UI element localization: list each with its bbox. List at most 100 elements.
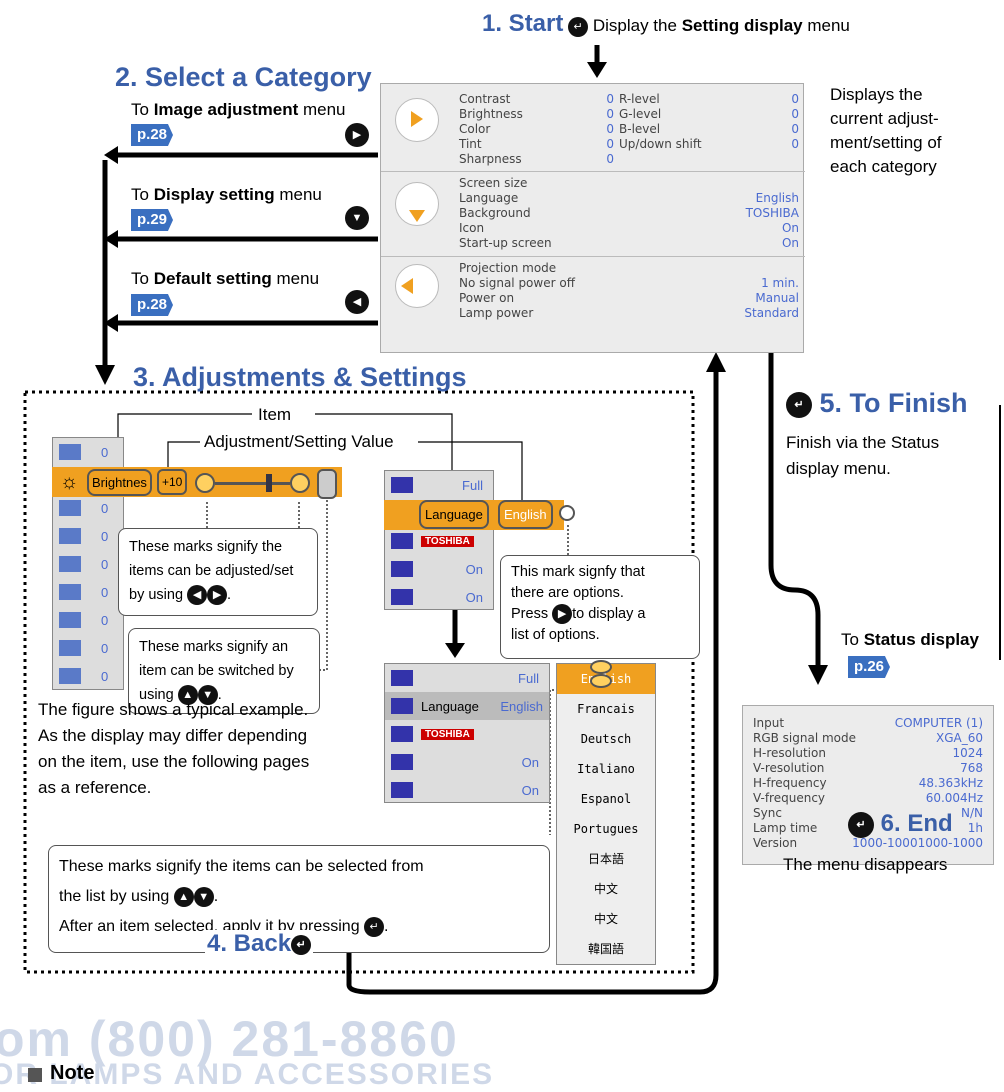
updown-toggle-icon[interactable] bbox=[317, 469, 337, 499]
callout-line: the list by using bbox=[59, 888, 170, 905]
menu-item-value: 0 bbox=[101, 584, 109, 600]
adjust-menu-row[interactable]: 0 bbox=[53, 606, 123, 634]
language-option[interactable]: Italiano bbox=[577, 762, 635, 776]
left-arrow-icon: ◀ bbox=[345, 290, 369, 314]
panel-row-label: Screen size bbox=[459, 176, 528, 190]
step5-desc-line: Finish via the Status bbox=[786, 433, 940, 452]
watermark-text: OR LAMPS AND ACCESSORIES bbox=[0, 1058, 495, 1091]
language-option[interactable]: 韓国語 bbox=[587, 942, 624, 956]
menu-row[interactable]: Full bbox=[385, 471, 493, 499]
panel-row-value: Manual bbox=[755, 291, 799, 305]
language-option[interactable]: 日本語 bbox=[587, 852, 624, 866]
down-scroll-icon[interactable] bbox=[590, 674, 612, 688]
language-option[interactable]: Francais bbox=[577, 702, 635, 716]
adjust-menu-row[interactable]: 0 bbox=[53, 662, 123, 690]
right-adjust-icon[interactable] bbox=[290, 473, 310, 493]
panel-row: Projection mode bbox=[459, 261, 799, 276]
page-ref-tag[interactable]: p.28 bbox=[131, 294, 174, 316]
nav-image-adjustment[interactable]: To Image adjustment menu bbox=[131, 100, 346, 120]
page-ref-tag[interactable]: p.26 bbox=[848, 656, 891, 678]
adjust-slider[interactable] bbox=[215, 482, 290, 485]
options-icon[interactable] bbox=[559, 505, 575, 521]
panel-row-value: 0 bbox=[791, 107, 799, 121]
menu-row[interactable]: TOSHIBA bbox=[385, 720, 549, 748]
menu-item-label: On bbox=[465, 589, 483, 605]
panel-row-label: No signal power off bbox=[459, 276, 575, 290]
up-arrow-icon: ▲ bbox=[177, 685, 198, 706]
slider-thumb[interactable] bbox=[266, 474, 272, 492]
step1-post: menu bbox=[807, 16, 850, 35]
adjust-menu-row[interactable]: 0 bbox=[53, 634, 123, 662]
panel-row-value: XGA_60 bbox=[936, 731, 983, 745]
typical-line: as a reference. bbox=[38, 778, 152, 797]
typical-line: on the item, use the following pages bbox=[38, 752, 310, 771]
menu-row[interactable]: On bbox=[385, 748, 549, 776]
panel-row-label: Sharpness bbox=[459, 152, 522, 166]
adjust-menu-row[interactable]: 0 bbox=[53, 578, 123, 606]
adjust-menu-row[interactable]: 0 bbox=[53, 494, 123, 522]
menu-item-value: 0 bbox=[101, 500, 109, 516]
menu-row[interactable]: On bbox=[385, 555, 493, 583]
right-marker-icon bbox=[411, 111, 423, 127]
menu-row[interactable]: Full bbox=[385, 664, 549, 692]
adjust-menu-row[interactable]: 0 bbox=[53, 522, 123, 550]
page-ref-tag[interactable]: p.28 bbox=[131, 124, 174, 146]
panel-row-value: English bbox=[755, 191, 799, 205]
language-option[interactable]: Espanol bbox=[580, 792, 632, 806]
status-bold: Status display bbox=[863, 630, 979, 649]
nav-display-setting[interactable]: To Display setting menu bbox=[131, 185, 322, 205]
menu-item-label: Full bbox=[518, 670, 539, 686]
step5-header: ↵ 5. To Finish bbox=[786, 388, 968, 419]
callout-line: These marks signify the items can be sel… bbox=[59, 858, 424, 875]
nav-post: menu bbox=[279, 185, 322, 204]
nav-bold: Default setting bbox=[153, 269, 272, 288]
callout-line: by using bbox=[129, 587, 184, 603]
panel-row-value: 60.004Hz bbox=[925, 791, 983, 805]
language-option[interactable]: 中文 bbox=[593, 882, 618, 896]
callout-options: This mark signfy that there are options.… bbox=[500, 555, 700, 659]
step4-title: 4. Back bbox=[207, 930, 292, 957]
panel-row-label: Contrast bbox=[459, 92, 511, 106]
brightness-item[interactable]: Brightnes bbox=[87, 469, 152, 496]
step5-desc-line: display menu. bbox=[786, 459, 891, 478]
right-arrow-icon: ▶ bbox=[345, 123, 369, 147]
left-adjust-icon[interactable] bbox=[195, 473, 215, 493]
typical-note: The figure shows a typical example. As t… bbox=[38, 697, 309, 801]
menu-item-icon bbox=[391, 698, 413, 714]
status-display-link[interactable]: To Status display bbox=[841, 630, 979, 650]
step6-title: 6. End bbox=[880, 810, 953, 837]
callout-lines bbox=[117, 413, 598, 835]
nav-post: menu bbox=[302, 100, 346, 119]
language-option[interactable]: Portugues bbox=[573, 822, 639, 836]
adjust-menu-row[interactable]: 0 bbox=[53, 438, 123, 466]
up-scroll-icon[interactable] bbox=[590, 660, 612, 674]
nav-default-setting[interactable]: To Default setting menu bbox=[131, 269, 319, 289]
menu-row[interactable]: On bbox=[385, 776, 549, 804]
page-ref-tag[interactable]: p.29 bbox=[131, 209, 174, 231]
step4-header: 4. Back↵ bbox=[205, 930, 314, 958]
menu-item-icon bbox=[391, 477, 413, 493]
panel-row-label: Icon bbox=[459, 221, 485, 235]
language-option[interactable]: 中文 bbox=[593, 912, 618, 926]
panel-row-value: COMPUTER (1) bbox=[894, 716, 983, 730]
language-item[interactable]: Language bbox=[419, 500, 489, 529]
menu-row[interactable]: TOSHIBA bbox=[385, 527, 493, 555]
down-arrow-icon: ▼ bbox=[345, 206, 369, 230]
language-value[interactable]: English bbox=[498, 500, 553, 529]
adjust-menu-row[interactable]: 0 bbox=[53, 550, 123, 578]
panel-row-value: N/N bbox=[961, 806, 983, 820]
menu-row[interactable]: On bbox=[385, 583, 493, 611]
note-heading: Note bbox=[50, 1062, 95, 1084]
panel-row: Screen size bbox=[459, 176, 799, 191]
language-option[interactable]: Deutsch bbox=[580, 732, 632, 746]
